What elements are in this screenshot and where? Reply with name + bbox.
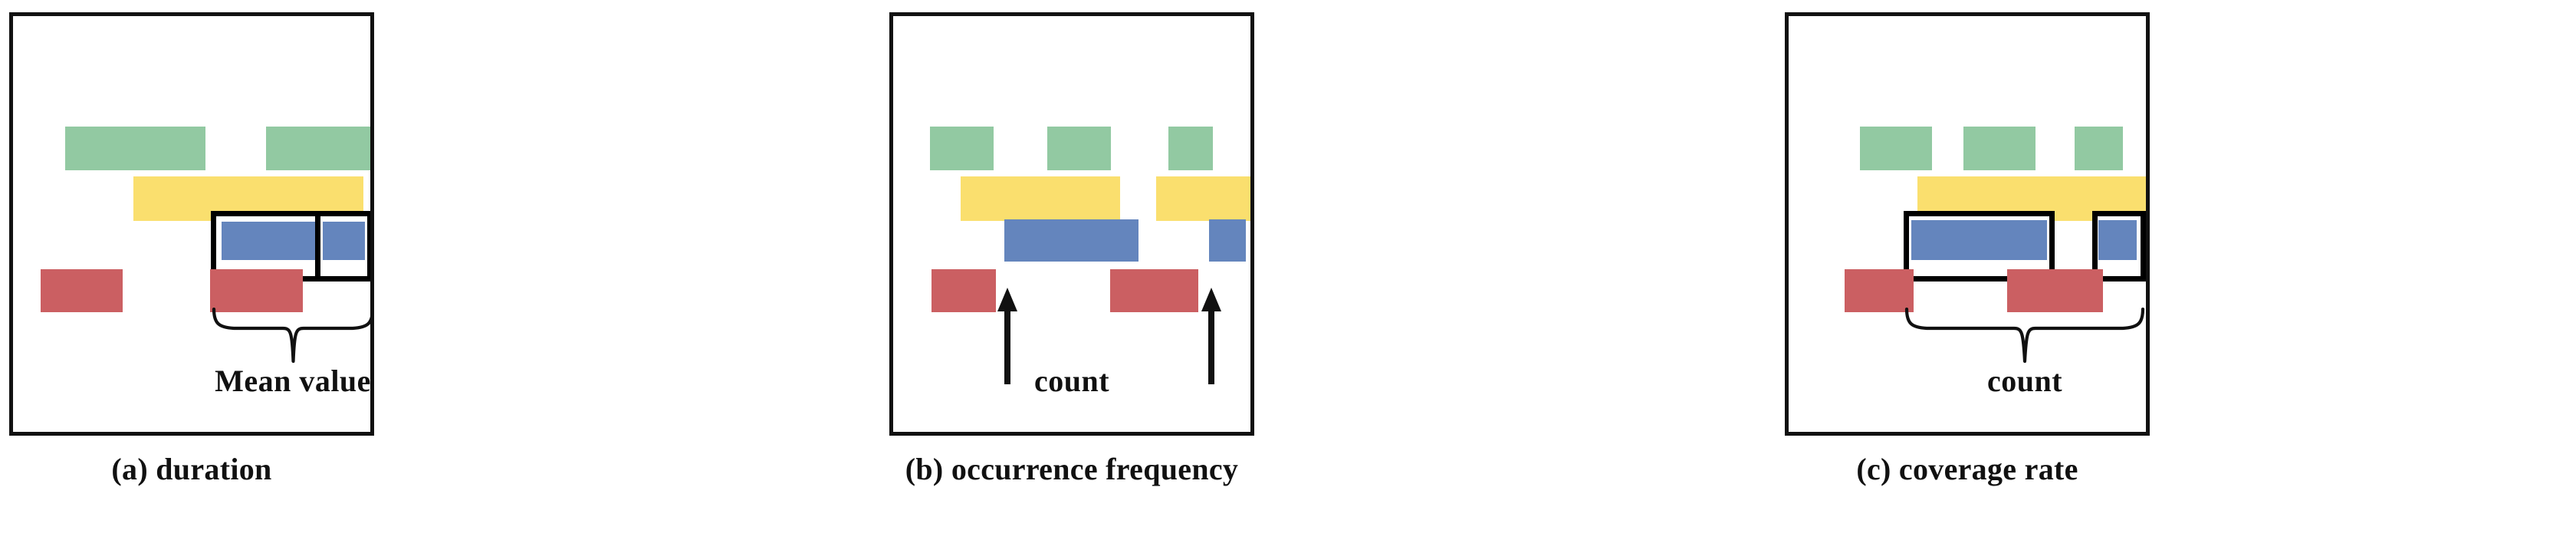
bar-blue bbox=[1911, 220, 2047, 260]
count-arrow-2 bbox=[1198, 286, 1225, 386]
bar-green bbox=[1168, 127, 1213, 170]
bar-yellow bbox=[961, 176, 1120, 221]
bar-green bbox=[266, 127, 370, 170]
label-count: count bbox=[1986, 364, 2063, 398]
panel-b-canvas: count bbox=[893, 16, 1250, 432]
bar-red bbox=[1845, 269, 1914, 312]
panel-a-duration: Mean value bbox=[9, 12, 374, 436]
bar-green bbox=[930, 127, 994, 170]
bar-red bbox=[2007, 269, 2103, 312]
brace-mean-value bbox=[211, 308, 370, 363]
bar-red bbox=[41, 269, 123, 312]
panel-b-occurrence-frequency: count bbox=[889, 12, 1254, 436]
bar-red bbox=[210, 269, 303, 312]
bar-red bbox=[1110, 269, 1198, 312]
bar-blue bbox=[2098, 220, 2137, 260]
bar-green bbox=[1047, 127, 1111, 170]
bar-red bbox=[932, 269, 996, 312]
bar-green bbox=[2075, 127, 2123, 170]
bar-blue bbox=[1004, 219, 1138, 262]
brace-count bbox=[1904, 308, 2146, 363]
panel-c-canvas: count bbox=[1789, 16, 2146, 432]
caption-panel-a: (a) duration bbox=[111, 452, 272, 486]
bar-blue bbox=[1209, 219, 1246, 262]
label-count: count bbox=[1033, 364, 1110, 398]
bar-blue bbox=[323, 222, 365, 260]
bar-green bbox=[1963, 127, 2036, 170]
caption-panel-c: (c) coverage rate bbox=[1856, 452, 2078, 486]
label-mean-value: Mean value bbox=[215, 364, 370, 398]
bar-green bbox=[65, 127, 205, 170]
bar-yellow bbox=[1156, 176, 1250, 221]
caption-panel-b: (b) occurrence frequency bbox=[905, 452, 1239, 486]
panel-a-canvas: Mean value bbox=[13, 16, 370, 432]
panel-c-coverage-rate: count bbox=[1785, 12, 2150, 436]
bar-green bbox=[1860, 127, 1932, 170]
